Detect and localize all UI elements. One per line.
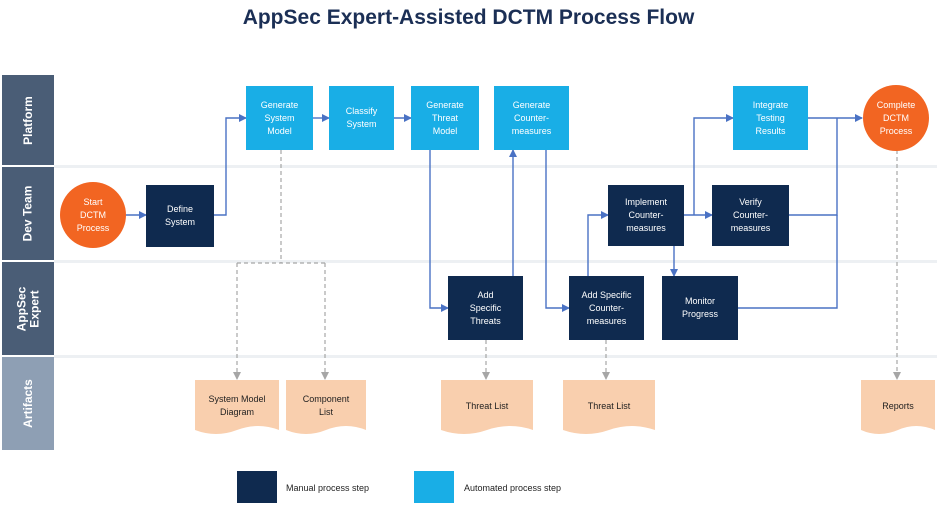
document-shape bbox=[286, 380, 366, 434]
lane-divider bbox=[54, 165, 937, 168]
edge-generate-countermeasures-to-add-countermeasures bbox=[545, 150, 570, 312]
integrate-testing-results-step: Integrate Testing Results bbox=[733, 86, 808, 150]
add-specific-threats-step: Add Specific Threats bbox=[448, 276, 523, 340]
diagram-title: AppSec Expert-Assisted DCTM Process Flow bbox=[242, 6, 695, 29]
artifact-label: Component List bbox=[302, 394, 350, 417]
verify-countermeasures-step: Verify Counter- measures bbox=[712, 185, 789, 246]
document-shape bbox=[441, 380, 533, 434]
legend-automated-label: Automated process step bbox=[464, 483, 562, 493]
lane-divider bbox=[54, 355, 937, 358]
lane-divider bbox=[54, 260, 937, 263]
threat-list-artifact: Threat List bbox=[441, 380, 533, 440]
lane-platform: Platform bbox=[2, 75, 54, 165]
generate-threat-model-step: Generate Threat Model bbox=[411, 86, 479, 150]
reports-artifact: Reports bbox=[861, 380, 935, 440]
define-system-step: Define System bbox=[146, 185, 214, 247]
document-shape bbox=[195, 380, 279, 434]
generate-countermeasures-step: Generate Counter- measures bbox=[494, 86, 569, 150]
legend-automated-swatch bbox=[414, 471, 454, 503]
artifact-label: Threat List bbox=[587, 400, 631, 411]
edge-implement-to-integrate bbox=[693, 114, 734, 215]
edge-threat-model-to-add-threats bbox=[429, 150, 449, 312]
legend-manual-swatch bbox=[237, 471, 277, 503]
monitor-progress-step: Monitor Progress bbox=[662, 276, 738, 340]
lane-dev-team: Dev Team bbox=[2, 167, 54, 260]
classify-system-step: Classify System bbox=[329, 86, 394, 150]
component-list-artifact: Component List bbox=[286, 380, 366, 440]
edge-define-to-generate-system-model bbox=[214, 114, 247, 216]
document-shape bbox=[861, 380, 935, 434]
edge-add-countermeasures-to-implement bbox=[587, 211, 609, 276]
implement-countermeasures-step: Implement Counter- measures bbox=[608, 185, 684, 246]
artifact-label: Threat List bbox=[465, 400, 509, 411]
edge-monitor-to-complete bbox=[738, 215, 838, 309]
complete-node: Complete DCTM Process bbox=[863, 85, 929, 151]
artifact-label: Reports bbox=[882, 400, 914, 411]
artifact-label: System Model Diagram bbox=[208, 394, 266, 417]
generate-system-model-step: Generate System Model bbox=[246, 86, 313, 150]
lane-appsec-expert: AppSec Expert bbox=[2, 262, 54, 355]
start-node: Start DCTM Process bbox=[60, 182, 126, 248]
legend-manual-label: Manual process step bbox=[286, 483, 370, 493]
system-model-diagram-artifact: System Model Diagram bbox=[195, 380, 279, 440]
add-specific-countermeasures-step: Add Specific Counter- measures bbox=[569, 276, 644, 340]
threat-list-artifact: Threat List bbox=[563, 380, 655, 440]
document-shape bbox=[563, 380, 655, 434]
lane-artifacts: Artifacts bbox=[2, 357, 54, 450]
